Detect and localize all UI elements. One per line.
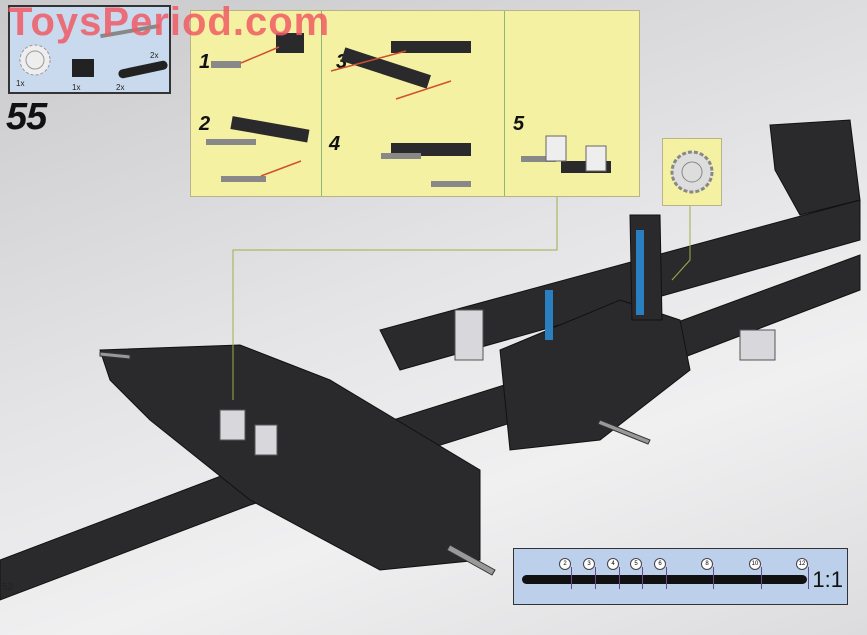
substep-number: 3 [336,51,348,73]
part-qty: 2x [116,83,125,92]
substep-number: 2 [199,113,211,135]
watermark: ToysPeriod.com [8,0,331,44]
scale-label: 1:1 [812,567,843,592]
long-beam-rear [379,199,861,371]
white-part [219,409,246,441]
blue-liftarm [636,230,644,315]
divider [504,11,505,196]
part-qty: 1x [72,83,81,92]
ruler-mark: 12 [796,558,808,570]
ruler-mark: 3 [583,558,595,570]
beam-icon [117,59,169,80]
rear-frame [769,119,861,216]
ruler-mark: 5 [630,558,642,570]
axle [597,419,651,445]
substep-number: 5 [513,113,525,135]
ruler-mark: 4 [607,558,619,570]
parts-list-box: 1x 1x 2x 2x [8,5,171,94]
ruler-mark: 8 [701,558,713,570]
substep-illustrations [206,33,611,187]
ruler-mark: 6 [654,558,666,570]
chassis-block [99,344,481,571]
white-part [739,329,776,361]
divider [321,11,322,196]
substeps-panel: 1 2 3 4 5 [190,10,640,197]
gear-callout [662,138,722,206]
step-number: 55 [6,96,47,138]
ruler-mark: 2 [559,558,571,570]
white-part [254,424,278,456]
part-qty: 1x [16,79,25,88]
ruler-mark: 10 [749,558,761,570]
part-qty: 2x [150,51,159,60]
ruler-bar [522,575,807,584]
substep-number: 4 [329,133,341,155]
callout-line [232,197,558,400]
brick-icon [72,59,94,77]
callout-line [671,204,691,281]
substep-number: 1 [199,51,211,73]
gear-icon [670,150,714,194]
axle [446,544,496,576]
axle [99,351,131,360]
gear-icon [19,44,51,76]
axle-length-ruler: 2 3 4 5 6 8 10 12 1:1 [513,548,848,605]
blue-liftarm [545,290,553,340]
white-part [454,309,484,361]
upright [629,214,663,321]
page-number: 52 [2,582,14,593]
